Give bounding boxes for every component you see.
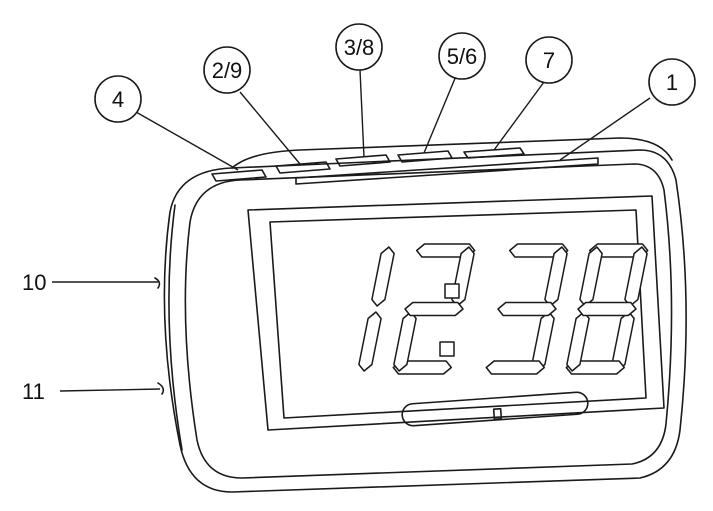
digit-segment: [404, 301, 464, 317]
clock-top-surface: [231, 137, 673, 169]
digit-segment: [485, 360, 546, 375]
callout-circle-29: [203, 46, 251, 94]
display-time: [358, 243, 649, 375]
housing-rim: [184, 163, 673, 479]
button-4: [211, 169, 267, 182]
digit-segment: [577, 301, 637, 317]
colon-dot: [439, 341, 455, 357]
digit-segment: [393, 311, 417, 372]
callout-label-11: 11: [22, 379, 45, 404]
digit-segment: [566, 311, 590, 372]
callout-circle-56: [438, 32, 486, 80]
display-frame-outer: [247, 195, 665, 431]
callout-circle-38: [335, 23, 383, 71]
digit-segment: [565, 360, 626, 375]
slot-indicator: [492, 407, 503, 420]
button-29: [275, 161, 331, 174]
leader-4: [135, 111, 239, 171]
clock-housing: [163, 149, 687, 493]
side-button-10: [154, 277, 161, 289]
digit-segment: [497, 301, 557, 317]
display-frame-inner: [269, 209, 647, 419]
colon-dot: [444, 283, 460, 299]
side-button-11: [157, 382, 165, 395]
callout-circle-1: [648, 58, 696, 106]
leader-11: [59, 388, 161, 392]
button-56: [397, 150, 453, 163]
leader-56: [423, 75, 457, 154]
callout-label-56: 5/6: [447, 44, 478, 69]
callout-circle-7: [525, 36, 573, 84]
bottom-slot: [401, 391, 589, 427]
leader-38: [359, 69, 365, 158]
callout-label-29: 2/9: [212, 58, 243, 83]
leader-29: [239, 91, 301, 165]
button-38: [335, 154, 391, 167]
digit-segment: [392, 360, 453, 375]
digit-segment: [579, 246, 603, 307]
housing-side-edge: [168, 204, 183, 451]
leader-1: [559, 97, 651, 161]
callout-label-1: 1: [666, 70, 678, 95]
leader-7: [493, 81, 545, 151]
button-7: [463, 147, 525, 159]
digit-segment: [358, 311, 382, 372]
callout-label-10: 10: [22, 270, 46, 295]
callout-label-4: 4: [112, 87, 124, 112]
callout-label-7: 7: [543, 48, 555, 73]
callout-label-38: 3/8: [344, 35, 375, 60]
digit-segment: [371, 246, 395, 307]
callout-circle-4: [94, 75, 142, 123]
top-strip: [295, 157, 599, 185]
